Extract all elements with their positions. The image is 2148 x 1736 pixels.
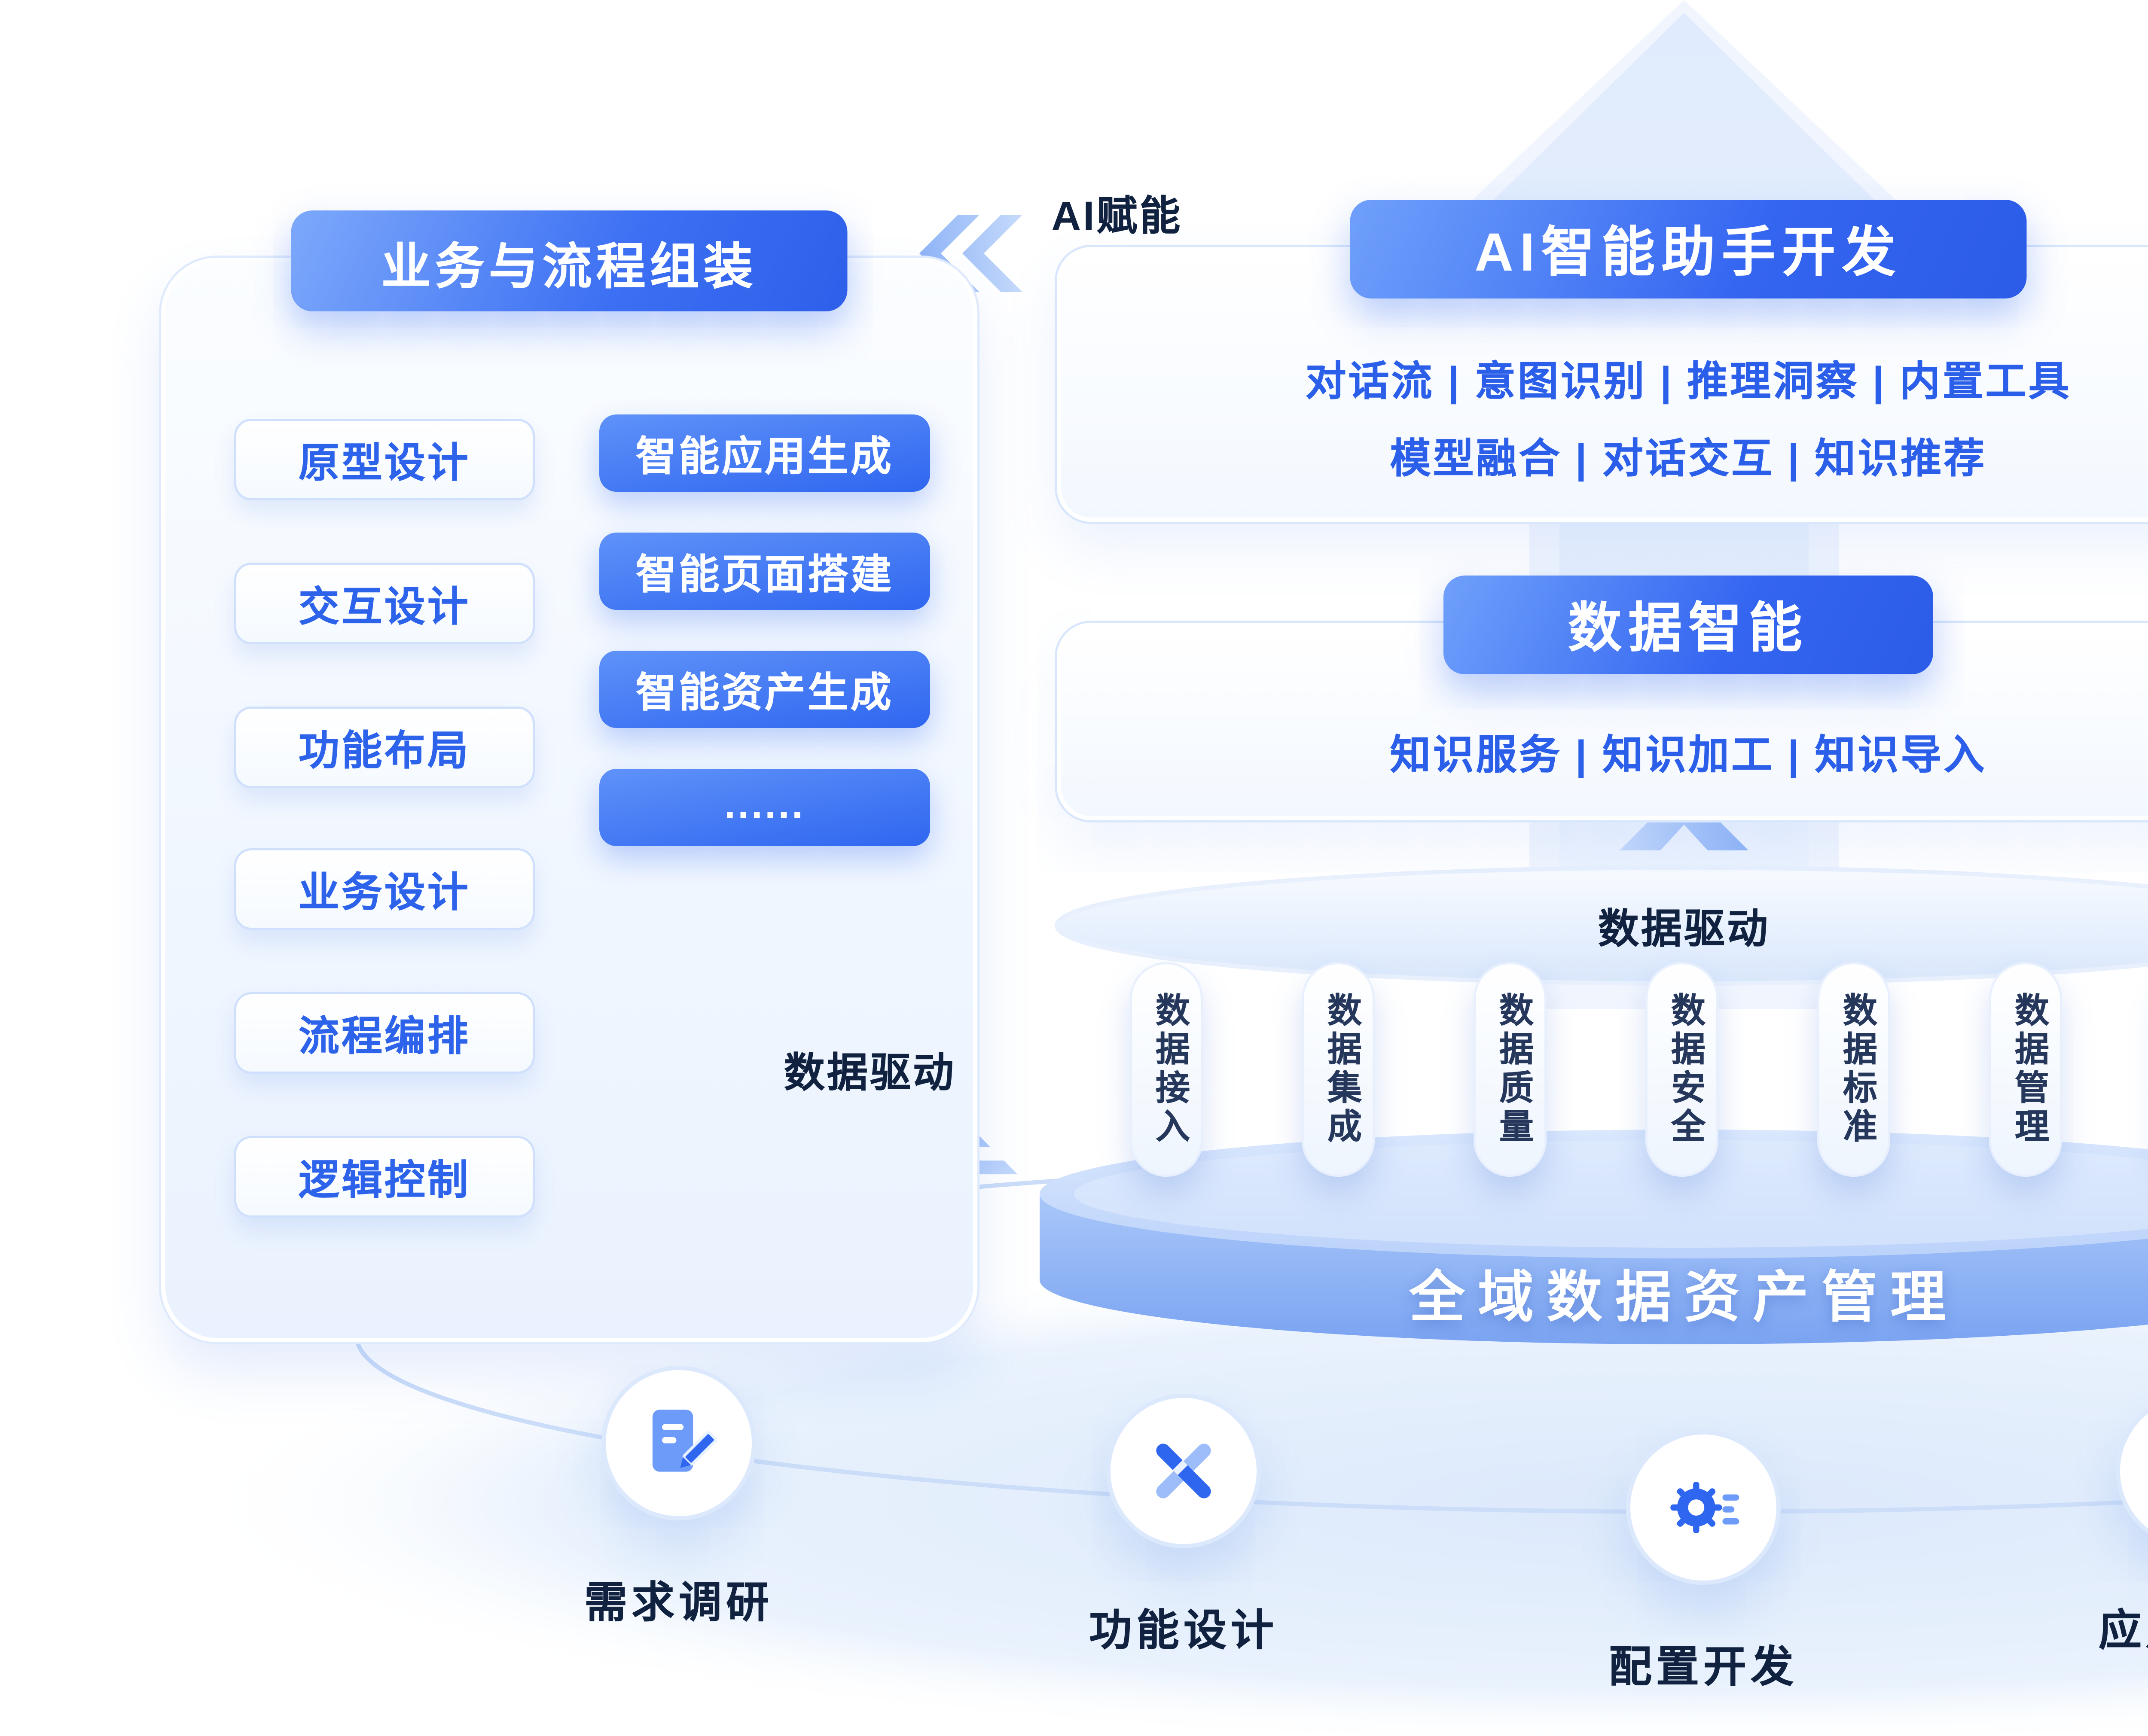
list-pill: 功能布局 — [234, 707, 535, 788]
step-label-function-design: 功能设计 — [1089, 1608, 1278, 1656]
data-driven-top-label: 数据驱动 — [1598, 908, 1770, 953]
document-pencil-icon — [652, 1410, 717, 1472]
list-pill: 交互设计 — [234, 563, 535, 644]
list-pill: 智能应用生成 — [599, 414, 930, 492]
step-circle-config-dev — [1626, 1430, 1781, 1585]
data-asset-platform-title: 全域数据资产管理 — [1409, 1265, 1959, 1329]
ai-features-row-1: 对话流 | 意图识别 | 推理洞察 | 内置工具 — [1305, 361, 2072, 406]
ai-assistant-dev-card: AI智能助手开发 对话流 | 意图识别 | 推理洞察 | 内置工具 模型融合 |… — [1057, 200, 2148, 522]
data-pillar: 数据质量 — [1474, 962, 1547, 1177]
step-label-app-testing: 应用测试 — [2099, 1608, 2148, 1656]
data-intelligence-title: 数据智能 — [1443, 576, 1934, 674]
list-pill: 智能资产生成 — [599, 651, 930, 728]
step-label-config-dev: 配置开发 — [1609, 1645, 1798, 1692]
ai-assistant-dev-title: AI智能助手开发 — [1350, 200, 2027, 298]
panel-title-business-process: 业务与流程组装 — [291, 210, 848, 311]
list-pill: 流程编排 — [234, 992, 535, 1074]
step-label-requirements: 需求调研 — [584, 1581, 773, 1628]
list-pill: 原型设计 — [234, 419, 535, 500]
list-pill: 智能页面搭建 — [599, 533, 930, 610]
data-pillar: 数据集成 — [1302, 962, 1375, 1177]
ai-empower-left-label: AI赋能 — [1051, 195, 1183, 241]
business-process-panel: 业务与流程组装 原型设计 交互设计 功能布局 业务设计 流程编排 逻辑控制 智能… — [161, 210, 977, 1342]
step-circle-function-design — [1106, 1394, 1261, 1548]
data-features-row: 知识服务 | 知识加工 | 知识导入 — [1390, 734, 1987, 780]
list-pill: ...... — [599, 769, 930, 846]
data-intelligence-card: 数据智能 知识服务 | 知识加工 | 知识导入 — [1057, 576, 2148, 820]
design-tools-icon — [1156, 1444, 1211, 1498]
list-pill: 逻辑控制 — [234, 1136, 535, 1218]
data-driven-left-label: 数据驱动 — [784, 1052, 956, 1097]
list-pill: 业务设计 — [234, 848, 535, 930]
data-pillar: 数据管理 — [1989, 962, 2062, 1177]
data-pillar: 数据接入 — [1130, 962, 1203, 1177]
data-pillar: 数据安全 — [1645, 962, 1718, 1177]
ai-features-row-2: 模型融合 | 对话交互 | 知识推荐 — [1390, 438, 1987, 483]
gear-settings-icon — [1670, 1482, 1739, 1533]
data-pillar: 数据标准 — [1817, 962, 1890, 1177]
step-circle-requirements — [601, 1366, 756, 1520]
